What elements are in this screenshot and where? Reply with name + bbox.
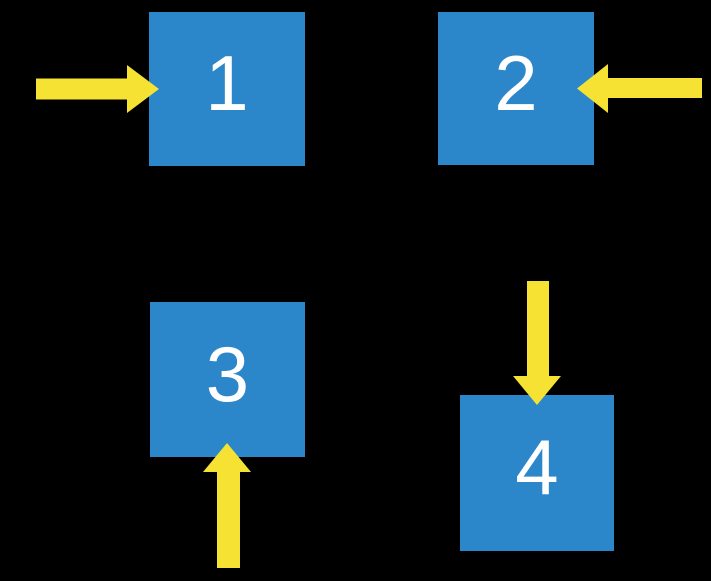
up-arrow-icon	[203, 443, 251, 568]
square-4: 4	[460, 395, 614, 551]
right-arrow-icon	[36, 65, 159, 113]
square-1-label: 1	[205, 39, 249, 127]
square-2-label: 2	[494, 38, 538, 127]
down-arrow-icon	[513, 281, 561, 405]
left-arrow-icon	[577, 64, 702, 113]
square-3: 3	[150, 302, 305, 457]
square-2: 2	[438, 12, 594, 165]
square-3-label: 3	[205, 329, 250, 418]
square-1: 1	[149, 12, 305, 166]
square-4-label: 4	[515, 423, 559, 511]
